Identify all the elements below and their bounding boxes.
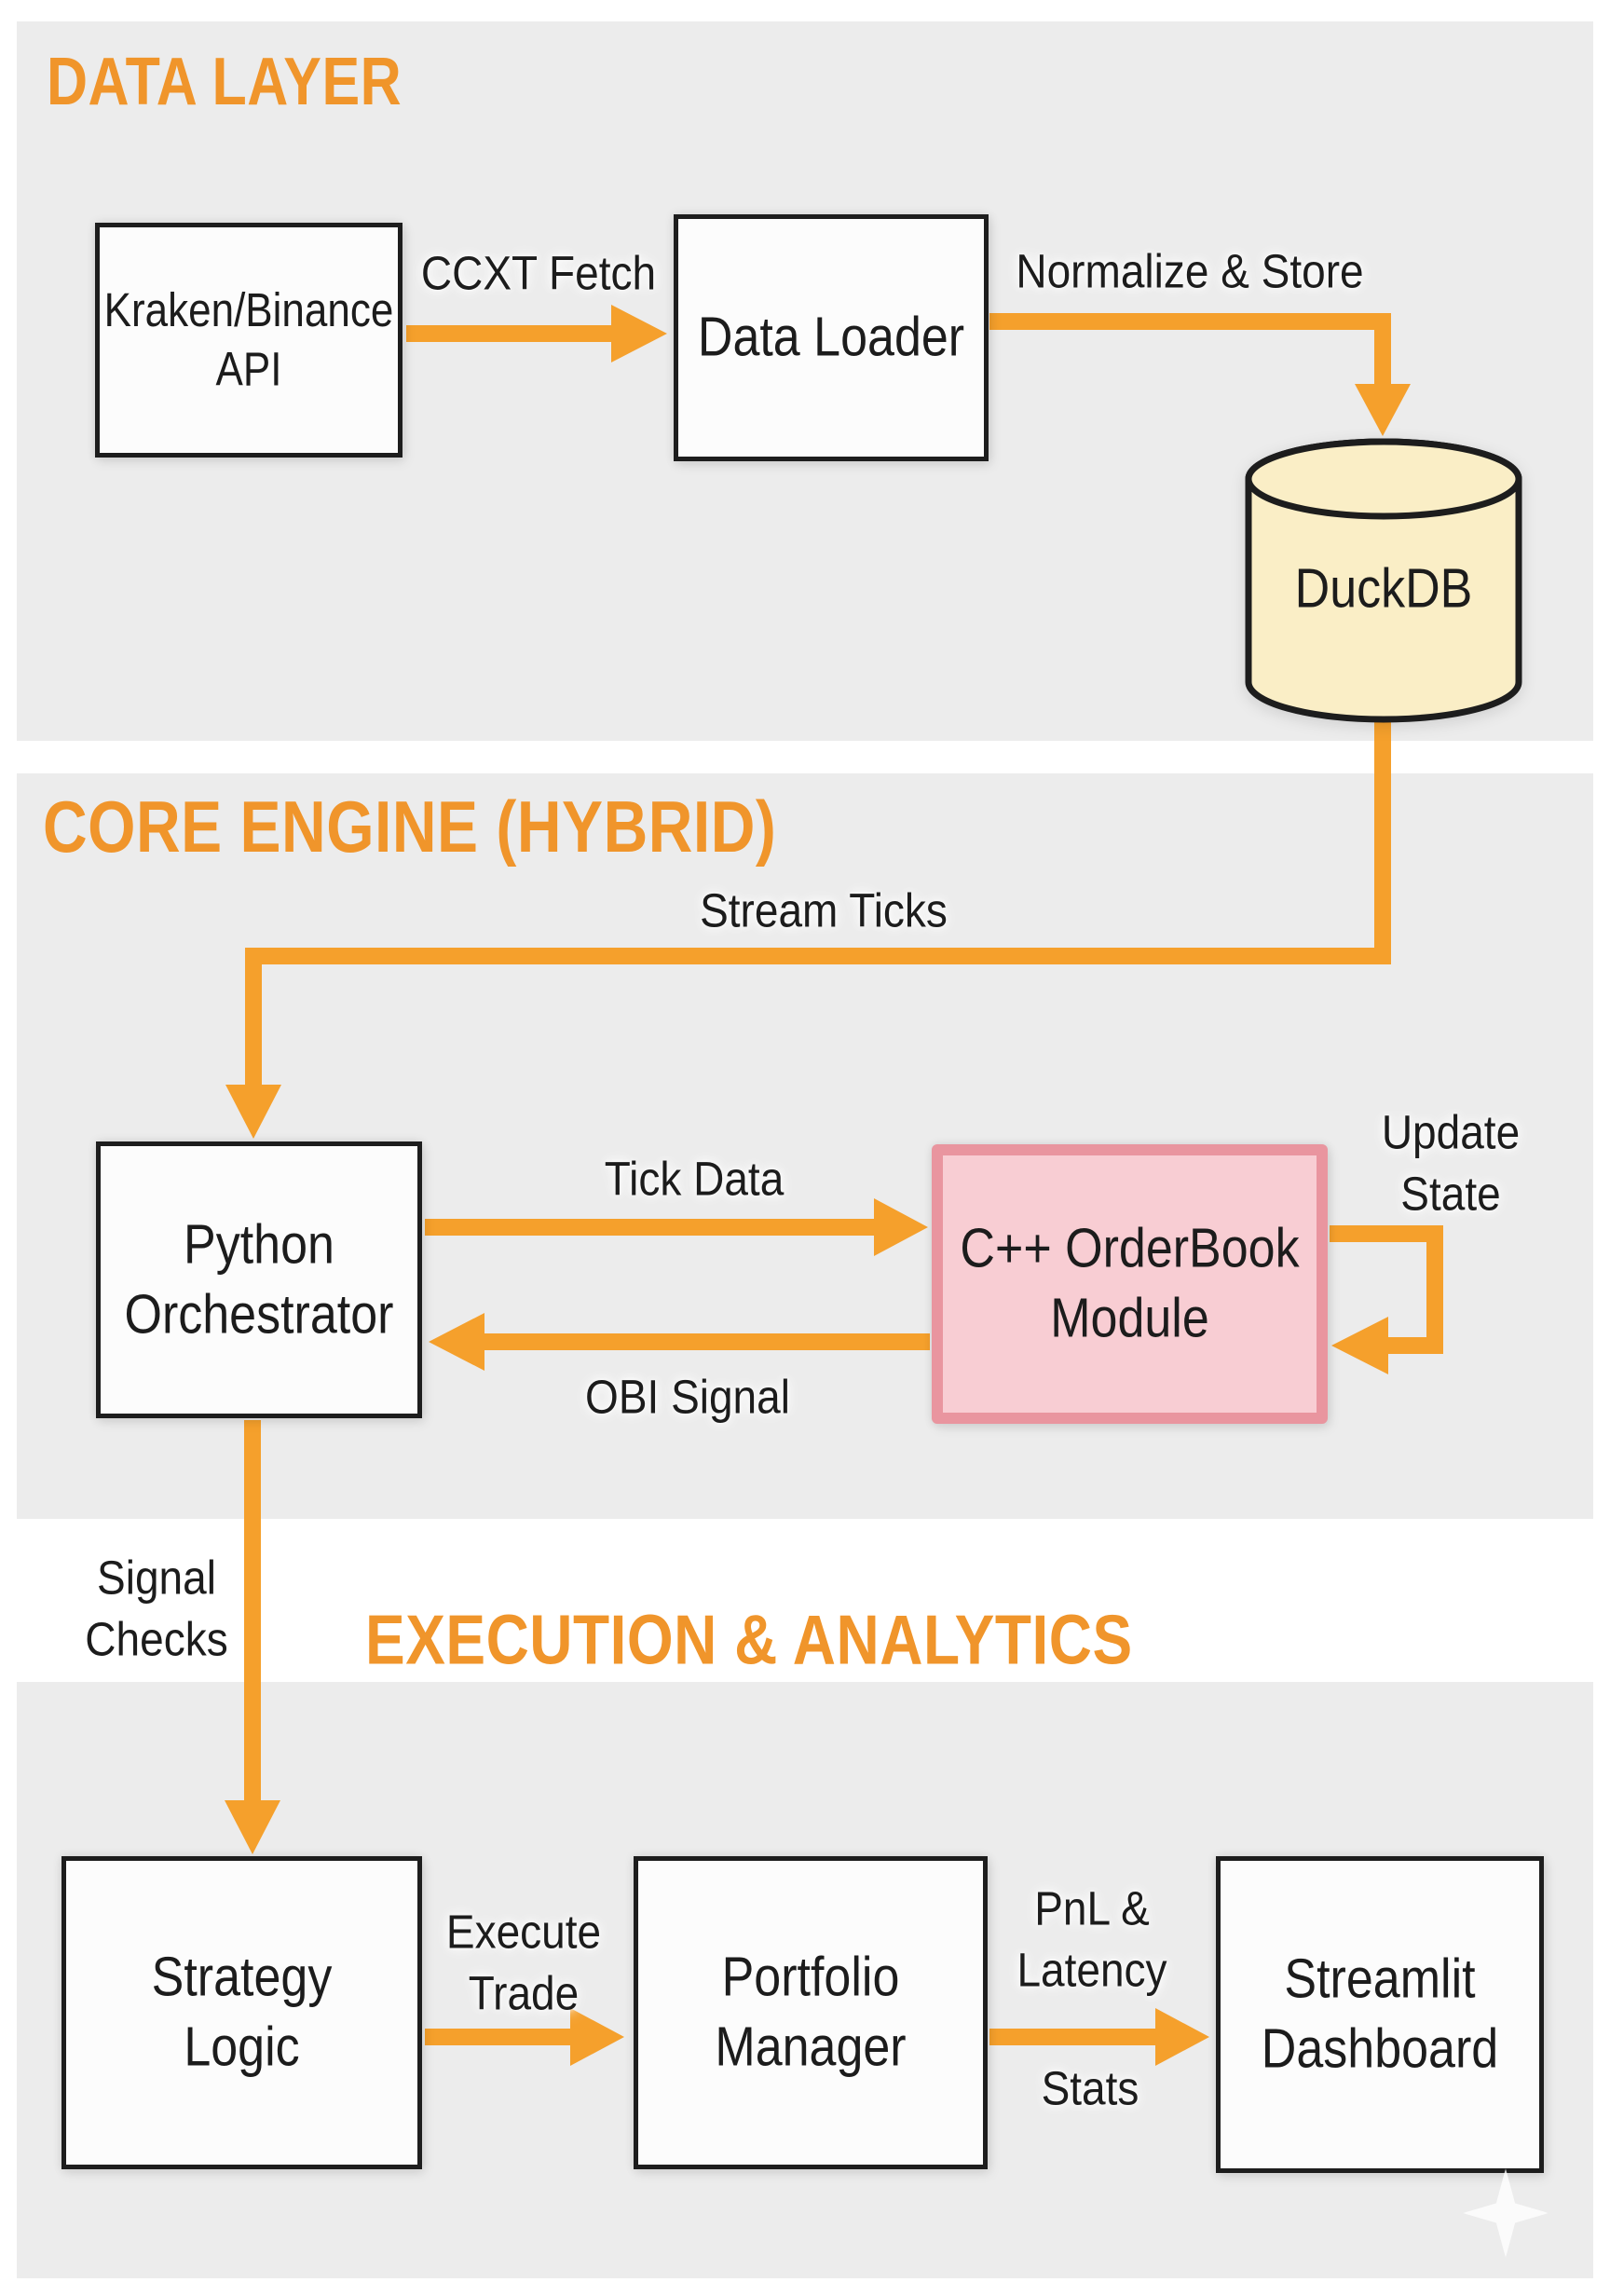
edge-label-ccxt-fetch: CCXT Fetch [420, 246, 657, 300]
node-label: Kraken/Binance API [103, 284, 394, 396]
edge-label-pnl-latency: PnL & Latency [1016, 1881, 1167, 1997]
edge-label-stream-ticks: Stream Ticks [700, 883, 948, 937]
section-title-core-engine: CORE ENGINE (HYBRID) [43, 786, 777, 868]
node-streamlit-dashboard: Streamlit Dashboard [1216, 1856, 1544, 2173]
node-data-loader: Data Loader [674, 214, 989, 461]
section-title-data-layer: DATA LAYER [47, 44, 402, 119]
node-kraken-binance-api: Kraken/Binance API [95, 223, 402, 458]
edge-label-update-state: Update State [1381, 1105, 1521, 1221]
section-title-execution-analytics: EXECUTION & ANALYTICS [365, 1600, 1133, 1680]
node-strategy-logic: Strategy Logic [61, 1856, 422, 2169]
edge-label-stats: Stats [1041, 2061, 1139, 2115]
database-cylinder-icon [1245, 438, 1522, 723]
edge-label-normalize-store: Normalize & Store [1016, 244, 1364, 298]
arrow-obi-signal [429, 1313, 930, 1371]
arrow-tick-data [425, 1198, 928, 1256]
edge-label-execute-trade: Execute Trade [445, 1905, 602, 2020]
edge-label-tick-data: Tick Data [604, 1152, 785, 1206]
node-label: Data Loader [697, 306, 965, 369]
node-label: C++ OrderBook Module [960, 1217, 1300, 1350]
arrow-signal-checks [225, 1420, 280, 1854]
edge-label-obi-signal: OBI Signal [585, 1370, 790, 1424]
node-python-orchestrator: Python Orchestrator [96, 1141, 422, 1418]
node-portfolio-manager: Portfolio Manager [634, 1856, 988, 2169]
arrow-execute-trade [425, 2008, 624, 2066]
arrow-update-state-loop [1330, 1225, 1443, 1374]
arrow-ccxt-fetch [406, 305, 667, 362]
node-label: Python Orchestrator [124, 1213, 394, 1346]
node-label: Strategy Logic [151, 1946, 333, 2079]
node-label: Streamlit Dashboard [1261, 1948, 1499, 2081]
node-duckdb-cylinder: DuckDB [1245, 438, 1522, 723]
node-cpp-orderbook-module: C++ OrderBook Module [932, 1144, 1328, 1424]
node-label: Portfolio Manager [715, 1946, 907, 2079]
node-label: DuckDB [1294, 557, 1473, 621]
arrow-stream-ticks [225, 721, 1391, 1139]
arrow-normalize-store [989, 313, 1411, 436]
arrow-pnl-latency-stats [989, 2008, 1209, 2066]
edge-label-signal-checks: Signal Checks [85, 1551, 228, 1666]
